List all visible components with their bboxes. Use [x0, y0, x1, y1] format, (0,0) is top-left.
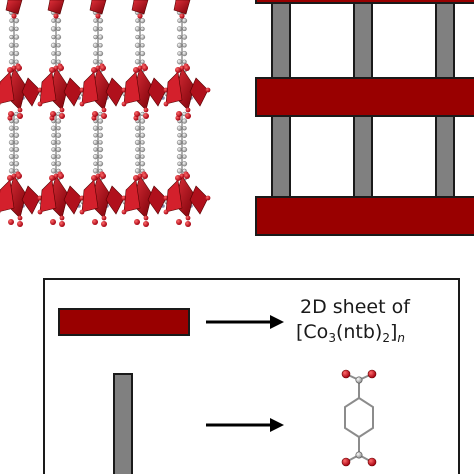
legend-sheet-label-line1: 2D sheet of — [300, 296, 410, 318]
arrow-icon — [206, 315, 284, 329]
pillar-bottom-2 — [353, 115, 373, 199]
pillar-bottom-1 — [271, 115, 291, 199]
sheet-bottom — [255, 196, 474, 236]
pillar-bottom-3 — [435, 115, 455, 199]
crystal-structure-view — [0, 0, 211, 227]
legend-sheet-label: 2D sheet of — [300, 296, 410, 318]
pillar-top-2 — [353, 1, 373, 79]
legend-pillar-swatch — [113, 373, 133, 474]
terephthalate-linker-molecule — [341, 369, 377, 467]
linker-chain — [7, 111, 21, 181]
legend-sheet-swatch — [58, 308, 190, 336]
linker-chain — [91, 111, 105, 181]
sheet-middle — [255, 77, 474, 117]
pillar-top-1 — [271, 1, 291, 79]
pillar-top-3 — [435, 1, 455, 79]
schematic-framework — [255, 0, 474, 236]
legend-box — [43, 278, 460, 474]
linker-chain — [133, 111, 147, 181]
linker-chain — [49, 111, 63, 181]
sheet-top-edge — [255, 0, 474, 4]
legend-sheet-formula: [Co3(ntb)2]n — [296, 321, 406, 345]
cobalt-layer — [0, 65, 211, 119]
arrow-icon — [206, 418, 284, 432]
linker-chain — [175, 111, 189, 181]
cobalt-layer — [0, 173, 211, 227]
